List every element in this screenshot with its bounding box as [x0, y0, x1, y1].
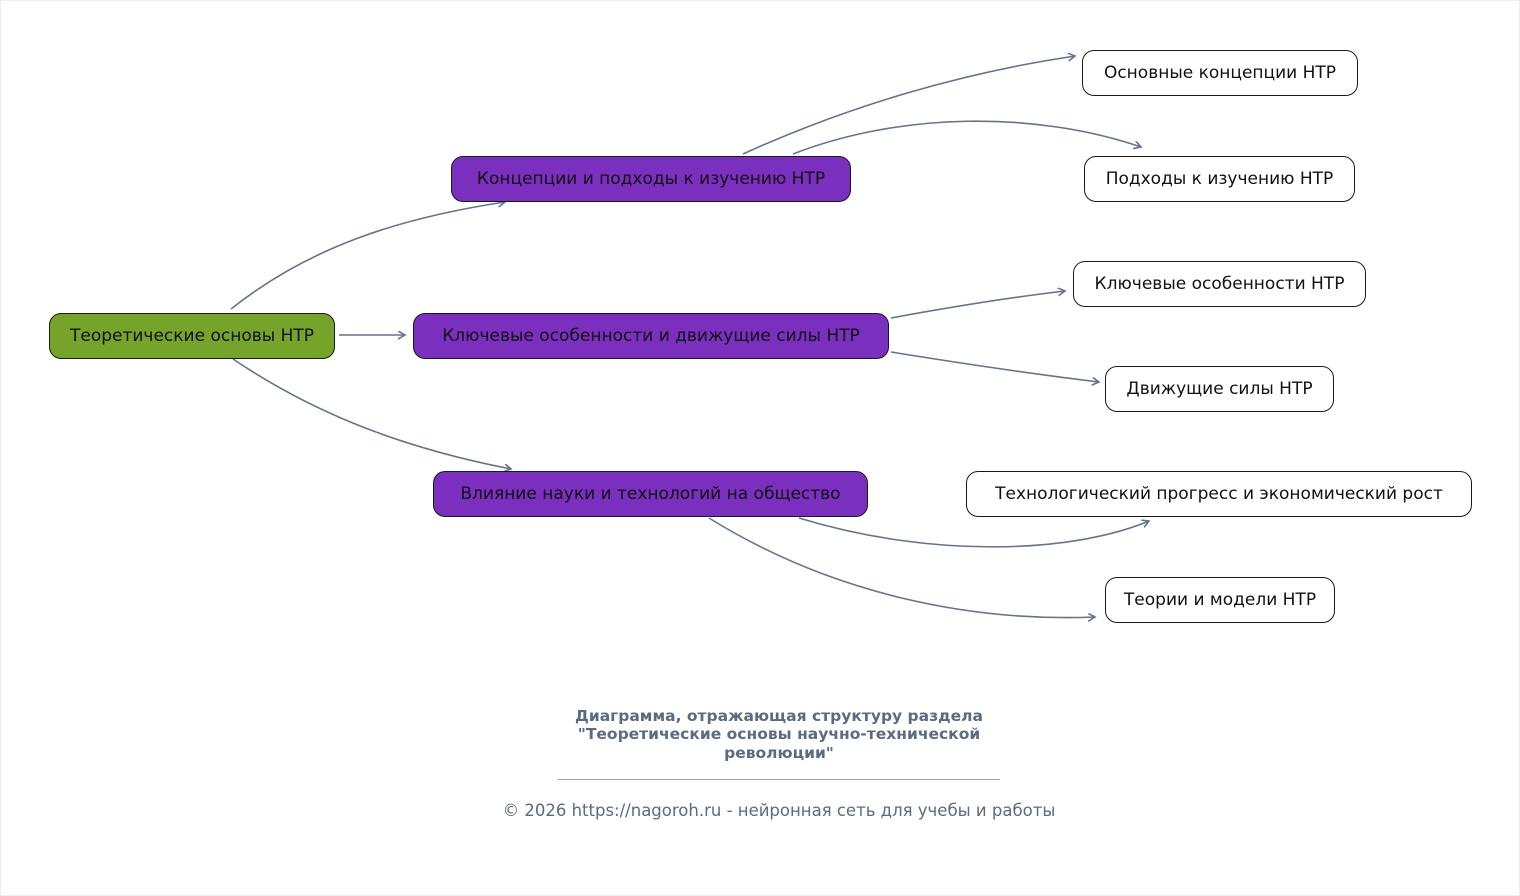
edge-root-to-branch-2: [232, 358, 511, 469]
edge-branch-0-to-leaf-0-0: [742, 56, 1075, 155]
edge-branch-2-to-leaf-2-0: [798, 517, 1149, 548]
node-branch-influence-society: Влияние науки и технологий на общество: [433, 471, 868, 517]
edge-branch-1-to-leaf-1-1: [890, 351, 1099, 382]
node-leaf-main-concepts: Основные концепции НТР: [1082, 50, 1358, 96]
caption-footer: © 2026 https://nagoroh.ru - нейронная се…: [502, 801, 1056, 820]
node-root: Теоретические основы НТР: [49, 313, 335, 359]
edge-root-to-branch-0: [230, 202, 505, 310]
caption-separator: [558, 779, 1000, 780]
edge-branch-2-to-leaf-2-1: [708, 517, 1095, 618]
caption-title: Диаграмма, отражающая структуру раздела …: [575, 707, 983, 762]
edge-branch-0-to-leaf-0-1: [792, 120, 1141, 155]
node-leaf-progress-growth: Технологический прогресс и экономический…: [966, 471, 1472, 517]
node-leaf-driving-forces: Движущие силы НТР: [1105, 366, 1334, 412]
node-branch-features-forces: Ключевые особенности и движущие силы НТР: [413, 313, 889, 359]
node-leaf-theories-models: Теории и модели НТР: [1105, 577, 1335, 623]
node-leaf-study-approaches: Подходы к изучению НТР: [1084, 156, 1355, 202]
edge-branch-1-to-leaf-1-0: [890, 291, 1065, 319]
node-branch-concepts-approaches: Концепции и подходы к изучению НТР: [451, 156, 851, 202]
node-leaf-key-features: Ключевые особенности НТР: [1073, 261, 1366, 307]
